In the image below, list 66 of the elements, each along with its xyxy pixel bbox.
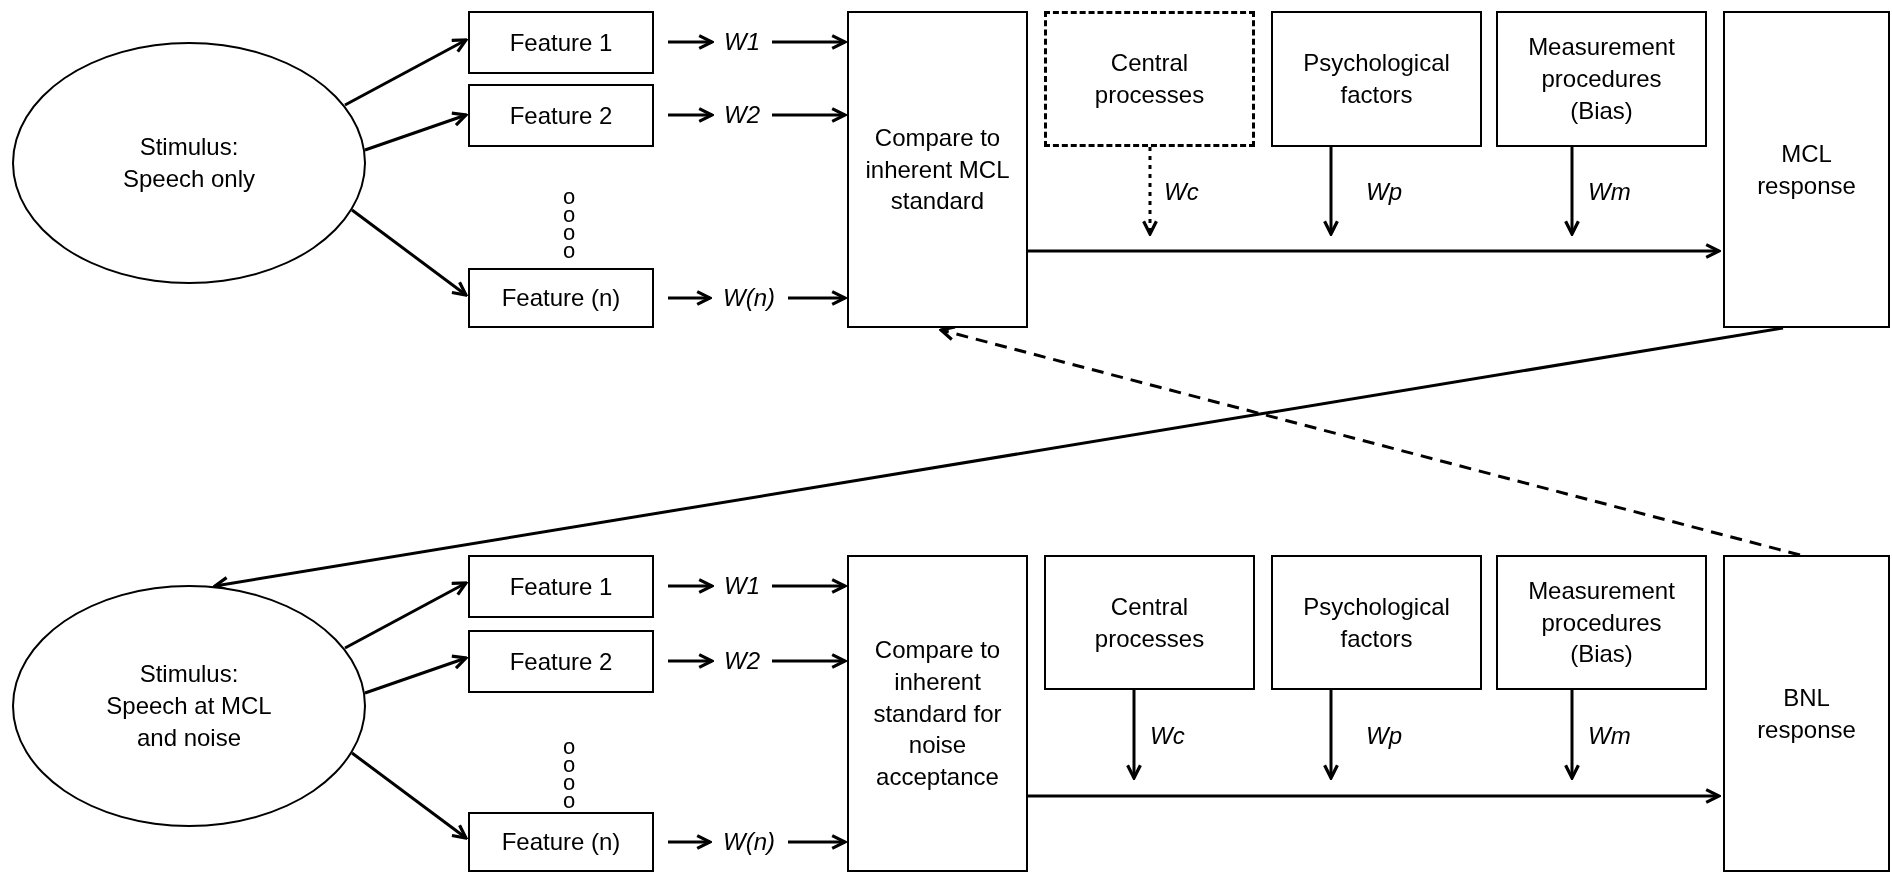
box-label: Stimulus: Speech only — [121, 132, 257, 194]
box-label: MCL response — [1756, 138, 1857, 201]
process-box — [468, 812, 654, 872]
process-box — [1044, 11, 1255, 147]
arrow — [772, 34, 847, 50]
arrow — [668, 107, 714, 123]
process-box — [1496, 555, 1707, 690]
process-box — [1044, 555, 1255, 690]
arrow — [1126, 690, 1142, 780]
box-label: Feature (n) — [500, 827, 622, 858]
weight-label: W1 — [716, 566, 768, 606]
process-box — [468, 268, 654, 328]
weight-label: W(n) — [714, 822, 784, 862]
arrow — [668, 290, 712, 306]
process-box — [847, 11, 1028, 328]
arrow — [344, 38, 468, 107]
arrow — [1028, 243, 1721, 259]
process-box — [468, 11, 654, 74]
process-box — [1723, 11, 1890, 328]
arrow — [1142, 147, 1158, 236]
process-box — [1496, 11, 1707, 147]
box-label: Stimulus: Speech at MCL and noise — [105, 659, 273, 753]
arrow — [668, 578, 714, 594]
arrow — [364, 654, 468, 695]
arrow — [772, 578, 847, 594]
arrow — [788, 290, 847, 306]
arrow — [668, 34, 714, 50]
box-label: Measurement procedures (Bias) — [1527, 32, 1676, 126]
arrow — [772, 107, 847, 123]
box-label: Feature 2 — [508, 100, 614, 131]
arrow — [1323, 147, 1339, 236]
box-label: Feature 1 — [508, 571, 614, 602]
arrow — [1564, 690, 1580, 780]
process-box — [468, 84, 654, 147]
box-label: Psychological factors — [1302, 591, 1451, 654]
arrow — [1323, 690, 1339, 780]
box-label: Psychological factors — [1302, 48, 1451, 110]
box-label: Feature (n) — [500, 283, 622, 314]
box-label: Feature 2 — [508, 646, 614, 677]
box-label: Measurement procedures (Bias) — [1527, 576, 1676, 670]
arrow — [668, 834, 712, 850]
arrow — [364, 111, 468, 152]
process-box — [1271, 555, 1482, 690]
box-label: Feature 1 — [508, 27, 614, 58]
process-box — [468, 630, 654, 693]
arrow — [788, 834, 847, 850]
arrow — [351, 208, 468, 297]
arrow — [1028, 788, 1721, 804]
arrow — [772, 653, 847, 669]
process-box — [468, 555, 654, 618]
box-label: Compare to inherent standard for noise acceptance — [872, 635, 1003, 792]
box-label: BNL response — [1756, 682, 1857, 745]
process-box — [1723, 555, 1890, 872]
arrow — [668, 653, 714, 669]
process-box — [1271, 11, 1482, 147]
arrow — [351, 751, 468, 840]
weight-label: W2 — [716, 95, 768, 135]
arrow — [1564, 147, 1580, 236]
process-box — [847, 555, 1028, 872]
weight-label: W(n) — [714, 278, 784, 318]
arrow — [344, 581, 468, 650]
box-label: Compare to inherent MCL standard — [864, 123, 1011, 217]
weight-label: W1 — [716, 22, 768, 62]
box-label: Central processes — [1093, 48, 1206, 110]
box-label: Central processes — [1093, 591, 1206, 654]
weight-label: W2 — [716, 641, 768, 681]
